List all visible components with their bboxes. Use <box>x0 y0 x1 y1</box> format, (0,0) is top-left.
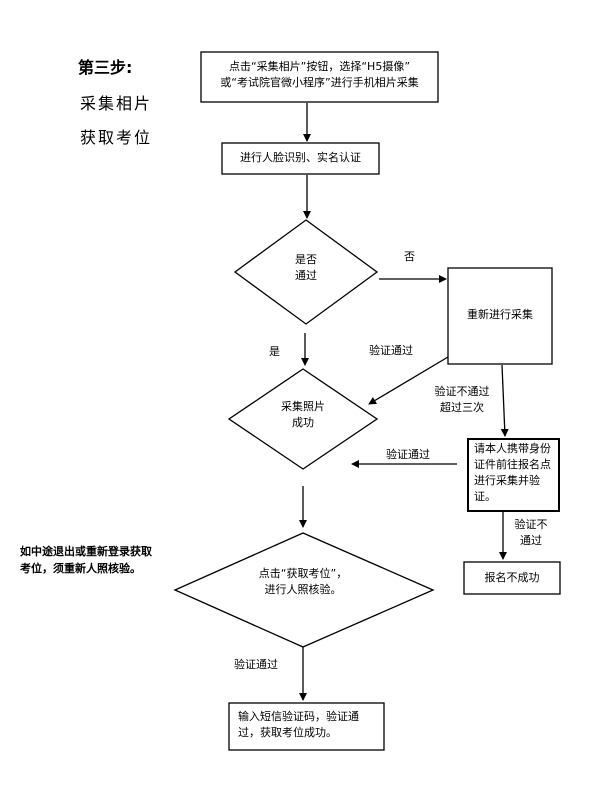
arrow-recollect-to-inperson <box>500 364 509 437</box>
sms-text: 输入短信验证码，验证通 过，获取考位成功。 <box>238 709 383 741</box>
not-pass-line-2: 通过 <box>520 534 542 547</box>
sms-box <box>228 702 385 751</box>
fail-box <box>463 561 561 595</box>
step-subtitle-2: 获取考位 <box>80 128 153 147</box>
start-line-2: 或“考试院官微小程序”进行手机相片采集 <box>220 76 419 89</box>
photo-success-line-1: 采集照片 <box>281 400 325 413</box>
edge-label-pass-2: 验证通过 <box>386 448 430 461</box>
edge-label-no: 否 <box>404 250 415 263</box>
pass-question-line-2: 通过 <box>295 269 317 282</box>
edge-label-yes: 是 <box>269 345 280 358</box>
photo-success-diamond <box>227 368 379 470</box>
arrow-recollect-to-photo <box>368 356 449 405</box>
pass-question-line-1: 是否 <box>295 253 317 266</box>
edge-label-not-pass: 验证不 通过 <box>508 517 554 549</box>
face-verify-box <box>221 142 380 175</box>
in-person-box <box>467 438 560 512</box>
note-line-1: 如中途退出或重新登录获取 <box>20 545 152 558</box>
note-line-2: 考位，须重新人照核验。 <box>20 562 141 575</box>
sms-line-1: 输入短信验证码，验证通 <box>238 710 359 723</box>
get-seat-line-1: 点击“获取考位”， <box>258 567 348 580</box>
in-person-text: 请本人携带身份 证件前往报名点 进行采集并验 证。 <box>474 441 560 505</box>
sms-line-2: 过，获取考位成功。 <box>238 726 337 739</box>
not-pass-line-1: 验证不 <box>514 518 548 531</box>
face-verify-text: 进行人脸识别、实名认证 <box>240 151 361 164</box>
photo-success-text: 采集照片 成功 <box>263 399 343 431</box>
start-line-1: 点击“采集相片”按钮，选择“H5摄像” <box>228 60 411 73</box>
in-person-line-3: 进行采集并验 <box>474 474 540 487</box>
recollect-text: 重新进行采集 <box>467 308 533 321</box>
fail-three-line-1: 验证不通过 <box>434 385 490 398</box>
edge-label-pass-3: 验证通过 <box>234 658 278 671</box>
pass-question-text: 是否 通过 <box>266 252 346 284</box>
get-seat-text: 点击“获取考位”， 进行人照核验。 <box>238 566 368 598</box>
start-box <box>200 51 439 103</box>
start-box-text: 点击“采集相片”按钮，选择“H5摄像” 或“考试院官微小程序”进行手机相片采集 <box>201 59 438 91</box>
edge-label-fail-three-times: 验证不通过 超过三次 <box>424 384 500 416</box>
fail-text: 报名不成功 <box>484 571 540 584</box>
step-subtitle-1: 采集相片 <box>80 94 153 113</box>
fail-three-line-2: 超过三次 <box>440 401 484 414</box>
get-seat-line-2: 进行人照核验。 <box>264 583 342 596</box>
recollect-box <box>447 267 553 365</box>
step-title: 第三步: <box>78 58 133 77</box>
in-person-line-1: 请本人携带身份 <box>474 442 551 455</box>
reverify-note: 如中途退出或重新登录获取 考位，须重新人照核验。 <box>20 543 152 577</box>
in-person-line-2: 证件前往报名点 <box>474 458 551 471</box>
photo-success-line-2: 成功 <box>292 416 314 429</box>
edge-label-pass-1: 验证通过 <box>369 344 413 357</box>
in-person-line-4: 证。 <box>474 490 496 503</box>
pass-question-diamond <box>233 219 379 325</box>
